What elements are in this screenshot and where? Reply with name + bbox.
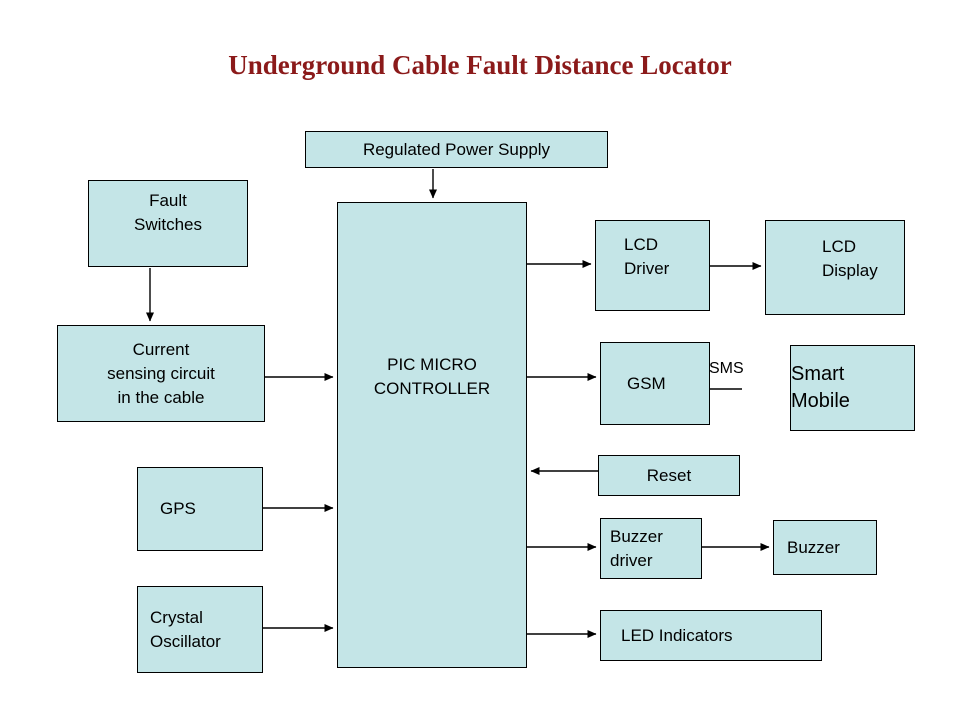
block-pic-microcontroller: PIC MICRO CONTROLLER xyxy=(337,202,527,668)
block-label: Crystal Oscillator xyxy=(150,607,221,651)
sms-link-label: SMS xyxy=(709,360,744,377)
block-led-indicators: LED Indicators xyxy=(600,610,822,661)
block-label: LCD Driver xyxy=(624,235,670,278)
block-label: Current sensing circuit in the cable xyxy=(107,339,215,407)
block-buzzer: Buzzer xyxy=(773,520,877,575)
block-lcd-driver: LCD Driver xyxy=(595,220,710,311)
block-fault-switches: Fault Switches xyxy=(88,180,248,267)
block-crystal-oscillator: Crystal Oscillator xyxy=(137,586,263,673)
block-label: Buzzer driver xyxy=(610,526,663,570)
block-label: LED Indicators xyxy=(621,625,733,645)
block-label: LCD Display xyxy=(822,237,878,280)
block-gps: GPS xyxy=(137,467,263,551)
block-smart-mobile: Smart Mobile xyxy=(790,345,915,431)
block-label: GPS xyxy=(160,499,196,518)
block-regulated-power-supply: Regulated Power Supply xyxy=(305,131,608,168)
block-label: Buzzer xyxy=(787,537,840,557)
block-label: Regulated Power Supply xyxy=(362,139,551,159)
block-reset: Reset xyxy=(598,455,740,496)
block-gsm: GSM xyxy=(600,342,710,425)
block-current-sensing-circuit: Current sensing circuit in the cable xyxy=(57,325,265,422)
block-label: GSM xyxy=(627,373,666,393)
block-label: PIC MICRO CONTROLLER xyxy=(373,355,491,398)
block-lcd-display: LCD Display xyxy=(765,220,905,315)
block-label: Fault Switches xyxy=(133,191,203,234)
block-buzzer-driver: Buzzer driver xyxy=(600,518,702,579)
block-label: Reset xyxy=(646,465,692,485)
diagram-title: Underground Cable Fault Distance Locator xyxy=(228,50,732,80)
block-label: Smart Mobile xyxy=(791,363,850,412)
